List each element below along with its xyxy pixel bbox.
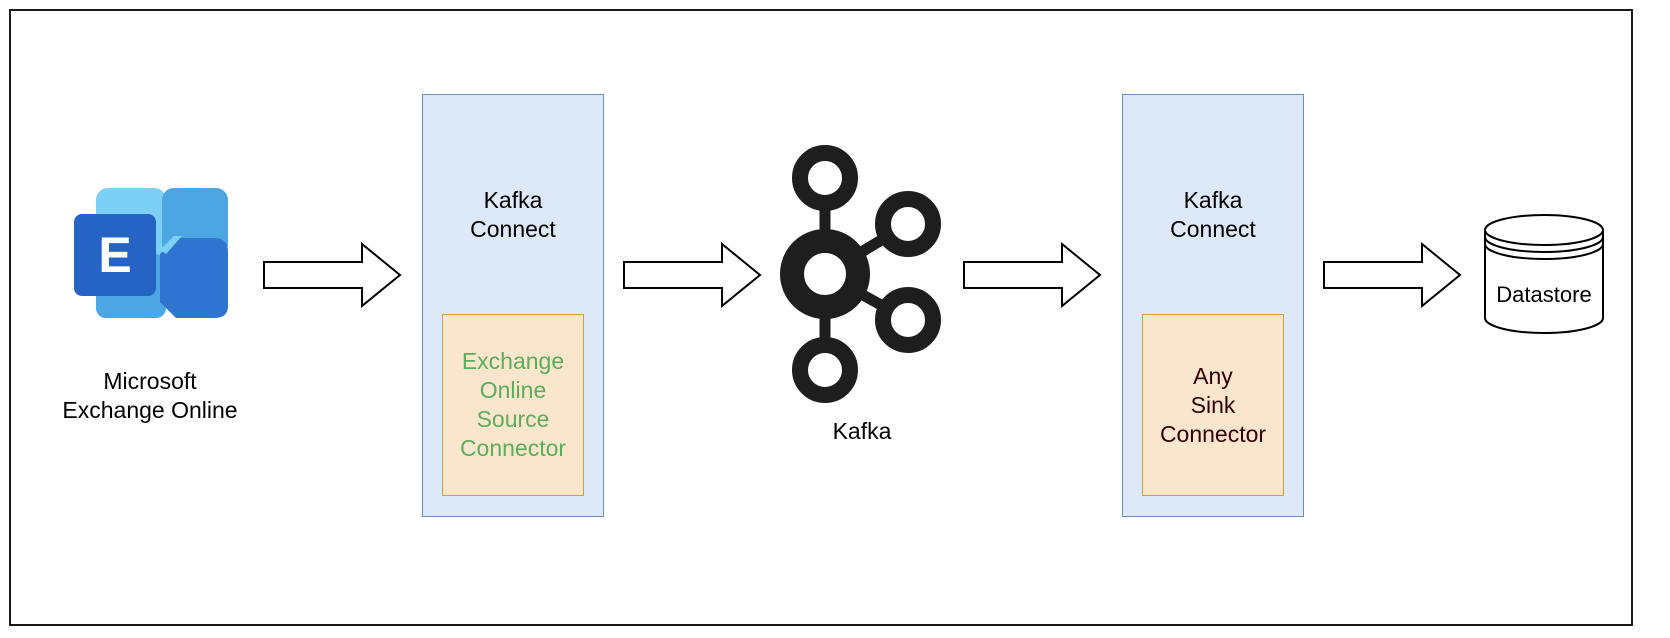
datastore-label: Datastore <box>1496 282 1592 307</box>
database-cylinder-icon <box>1484 214 1604 334</box>
kafka-label: Kafka <box>832 418 892 444</box>
flow-arrow-4 <box>1323 242 1462 308</box>
exchange-online-icon: E <box>74 188 228 318</box>
kafka-connect-sink-title: Kafka Connect <box>1170 187 1256 242</box>
sink-connector-label: Any Sink Connector <box>1159 362 1267 447</box>
flow-arrow-3 <box>963 242 1102 308</box>
sink-connector-box: Any Sink Connector <box>1142 314 1284 496</box>
source-label: Microsoft Exchange Online <box>62 368 238 423</box>
exchange-icon-letter: E <box>98 227 131 283</box>
diagram-frame <box>9 9 1633 626</box>
kafka-logo-icon <box>780 145 941 403</box>
kafka-connect-source-title: Kafka Connect <box>470 187 556 242</box>
source-connector-box: Exchange Online Source Connector <box>442 314 584 496</box>
flow-arrow-1 <box>263 242 402 308</box>
source-connector-label: Exchange Online Source Connector <box>459 348 567 461</box>
flow-arrow-2 <box>623 242 762 308</box>
